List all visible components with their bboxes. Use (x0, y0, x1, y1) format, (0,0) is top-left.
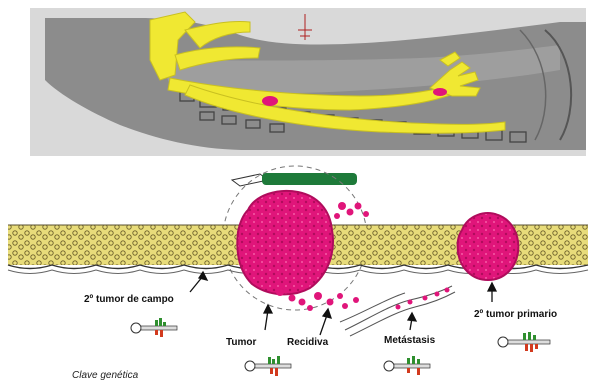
scalpel-icon (232, 173, 357, 186)
label-tumor: Tumor (226, 337, 256, 348)
tract-tumor-1 (262, 96, 278, 106)
genetic-marker-icon (384, 356, 430, 375)
tract-tumor-2 (433, 88, 447, 96)
genetic-marker-icon (245, 356, 291, 376)
second-primary-tumor (458, 213, 519, 280)
genetic-marker-icon (498, 332, 550, 352)
anatomy-panel (30, 8, 586, 156)
label-genetic-key: Clave genética (72, 370, 138, 381)
main-tumor (237, 191, 333, 295)
label-recurrence: Recidiva (287, 337, 328, 348)
label-primary-tumor: 2º tumor primario (474, 309, 557, 320)
genetic-marker-icon (131, 318, 177, 337)
label-metastasis: Metástasis (384, 335, 435, 346)
label-field-tumor: 2º tumor de campo (84, 294, 174, 305)
arrows (190, 272, 496, 335)
